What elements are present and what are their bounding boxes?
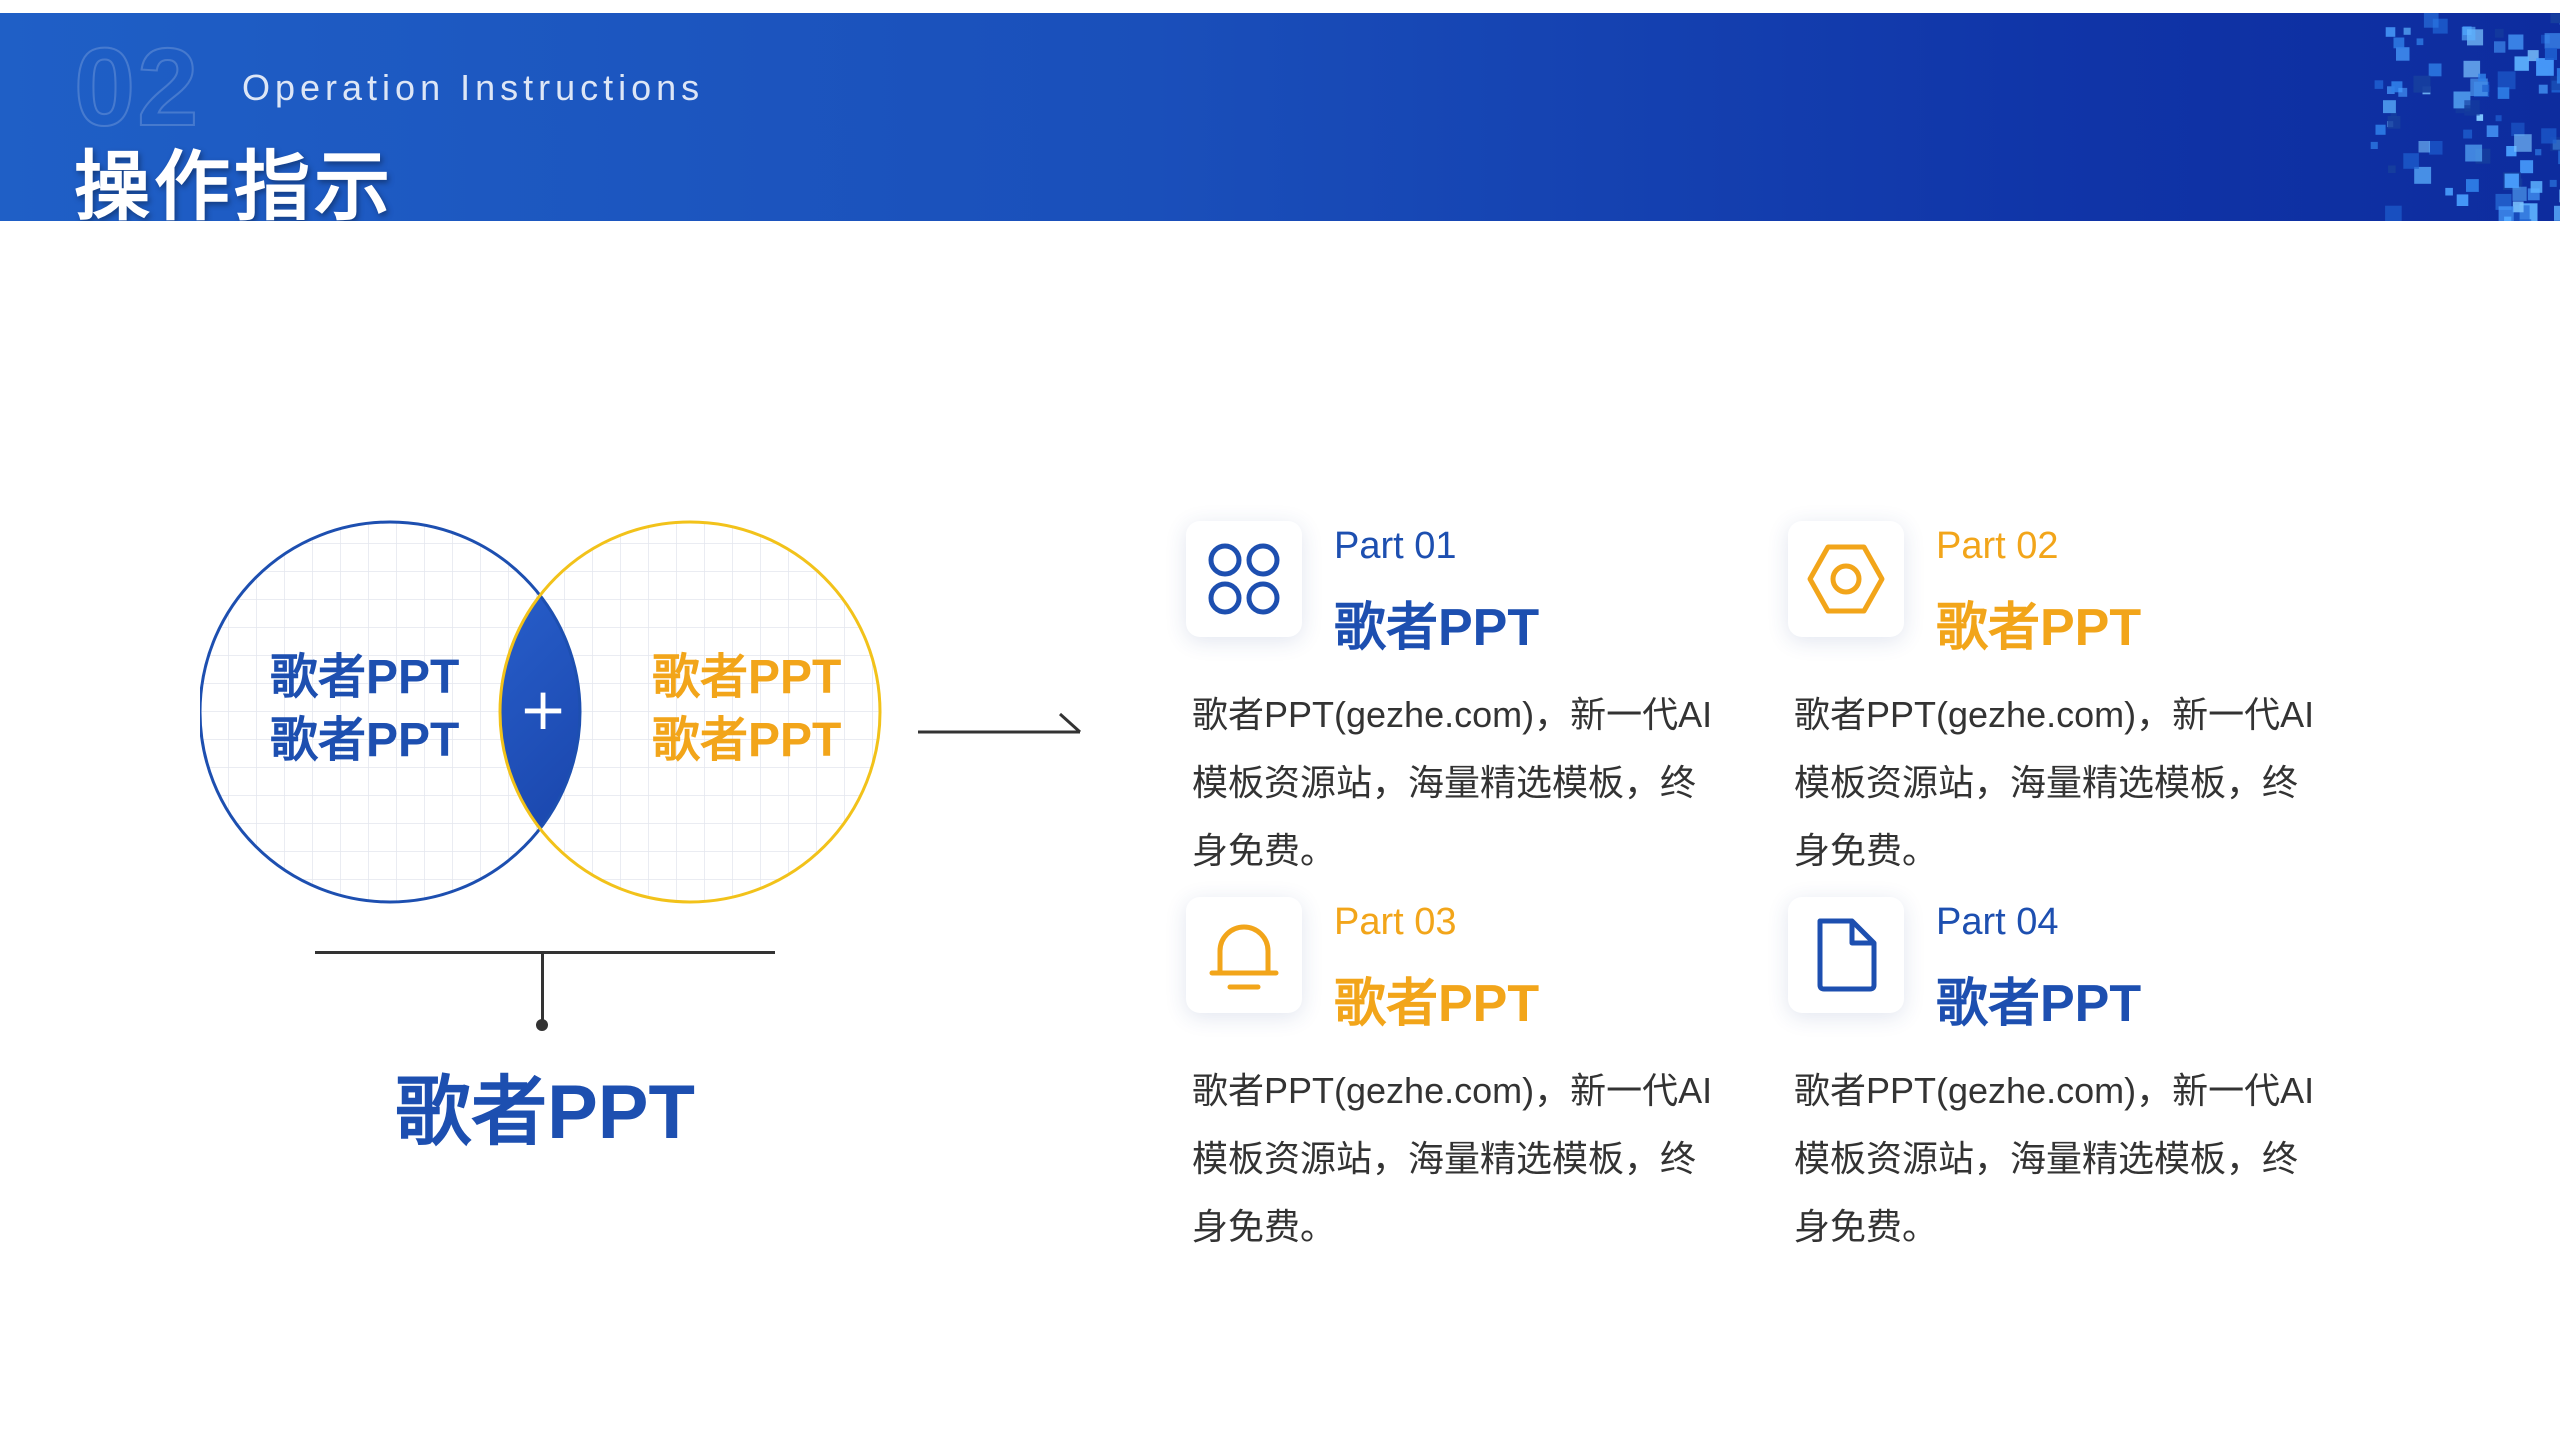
part-title: 歌者PPT: [1936, 599, 2142, 657]
page-title: 操作指示: [74, 145, 394, 221]
section-number: 02: [73, 26, 201, 149]
plus-symbol: +: [519, 675, 568, 743]
venn-left-text: 歌者PPT 歌者PPT: [270, 646, 459, 772]
part-label: Part 03: [1334, 901, 1457, 943]
connector-line: [315, 951, 775, 954]
venn-diagram: +: [200, 520, 882, 904]
venn-left-line-1: 歌者PPT: [270, 651, 460, 704]
bell-icon: [1186, 897, 1302, 1013]
part-label: Part 02: [1936, 525, 2059, 567]
left-circle-outline: [200, 520, 582, 904]
part-description: 歌者PPT(gezhe.com)，新一代AI模板资源站，海量精选模板，终身免费。: [1192, 1070, 1713, 1247]
four-circles-icon: [1186, 521, 1302, 637]
part-description: 歌者PPT(gezhe.com)，新一代AI模板资源站，海量精选模板，终身免费。: [1794, 1070, 2315, 1247]
part-description: 歌者PPT(gezhe.com)，新一代AI模板资源站，海量精选模板，终身免费。: [1794, 694, 2315, 871]
venn-main-label: 歌者PPT: [395, 1070, 695, 1155]
left-circle-fill: [200, 522, 580, 902]
header-banner: 02 Operation Instructions 操作指示: [0, 13, 2560, 221]
venn-right-line-2: 歌者PPT: [652, 714, 842, 767]
venn-right-line-1: 歌者PPT: [652, 651, 842, 704]
hexagon-nut-icon: [1788, 521, 1904, 637]
venn-left-line-2: 歌者PPT: [270, 714, 460, 767]
right-circle-fill: [500, 522, 880, 902]
header-subtitle: Operation Instructions: [242, 67, 705, 108]
document-icon: [1788, 897, 1904, 1013]
part-label: Part 04: [1936, 901, 2059, 943]
connector-stem: [541, 952, 544, 1024]
connector-dot: [536, 1019, 548, 1031]
part-label: Part 01: [1334, 525, 1457, 567]
part-description: 歌者PPT(gezhe.com)，新一代AI模板资源站，海量精选模板，终身免费。: [1192, 694, 1713, 871]
venn-right-text: 歌者PPT 歌者PPT: [652, 646, 841, 772]
right-circle-outline: [498, 520, 882, 904]
arrow-right-icon: [918, 712, 1082, 734]
part-title: 歌者PPT: [1936, 975, 2142, 1033]
pixel-cubes-decoration: [2370, 13, 2560, 221]
part-title: 歌者PPT: [1334, 975, 1540, 1033]
part-title: 歌者PPT: [1334, 599, 1540, 657]
